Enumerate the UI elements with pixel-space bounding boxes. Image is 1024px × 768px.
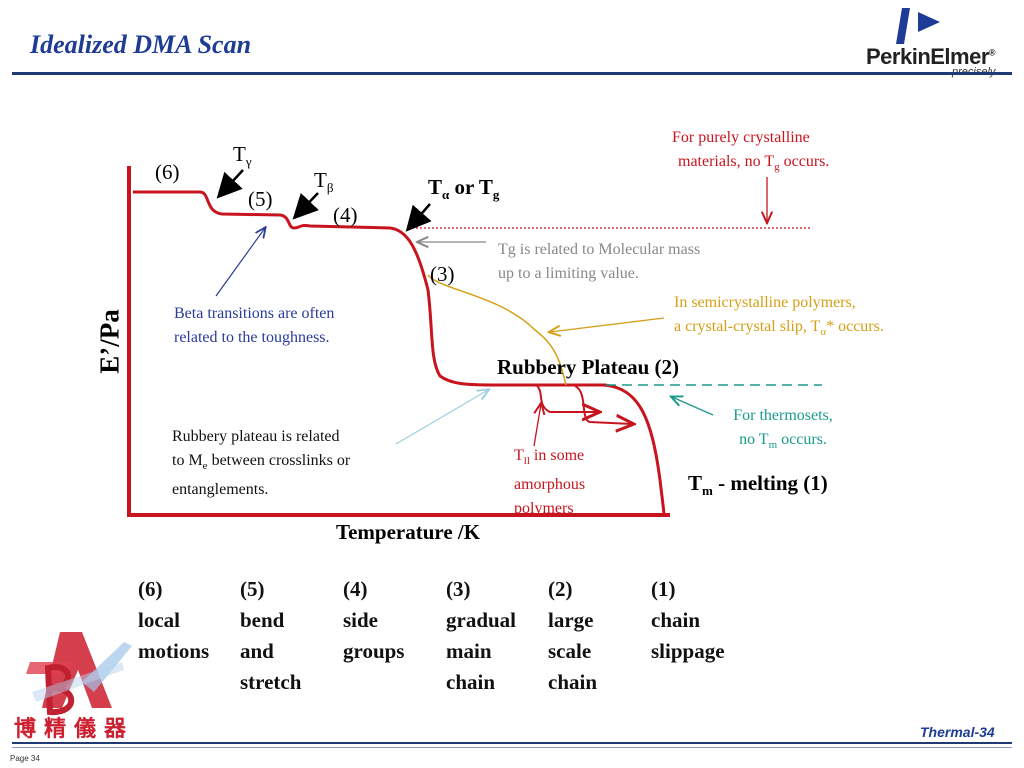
rubbery-note: Rubbery plateau is related to Me between… bbox=[172, 428, 351, 499]
tg-note: Tg is related to Molecular mass up to a … bbox=[498, 241, 701, 282]
tll-arrow bbox=[534, 404, 541, 447]
thermoset-note: For thermosets, no Tm occurs. bbox=[733, 407, 833, 452]
tll-curve-1 bbox=[535, 384, 598, 412]
t-alpha-arrow bbox=[405, 203, 432, 232]
region-4-label: (4) bbox=[333, 203, 358, 227]
perkinelmer-logo-icon bbox=[896, 8, 940, 44]
crystalline-note: For purely crystalline materials, no Tg … bbox=[672, 129, 830, 174]
t-beta-label: Tβ bbox=[314, 168, 334, 196]
x-axis-label: Temperature /K bbox=[336, 520, 481, 544]
footer-rule-thin bbox=[12, 747, 1012, 748]
footer-rule bbox=[12, 742, 1012, 744]
tll-note: Tll in some amorphous polymers bbox=[514, 447, 586, 518]
modulus-curve bbox=[133, 190, 606, 387]
t-gamma-arrow bbox=[216, 169, 244, 199]
beta-arrow bbox=[215, 228, 265, 297]
page-number: Page 34 bbox=[10, 754, 40, 763]
y-axis-label: E’/Pa bbox=[94, 309, 125, 374]
beta-note: Beta transitions are often related to th… bbox=[174, 305, 335, 346]
tll-curve-2 bbox=[574, 385, 632, 424]
rubbery-plateau-label: Rubbery Plateau (2) bbox=[497, 355, 679, 379]
melting-curve bbox=[603, 383, 666, 516]
company-logo-icon bbox=[26, 632, 132, 716]
rubbery-arrow bbox=[395, 390, 488, 445]
tm-melting-label: Tm - melting (1) bbox=[688, 471, 828, 499]
region-5-label: (5) bbox=[248, 187, 273, 211]
region-6-label: (6) bbox=[155, 160, 180, 184]
semicrystalline-note: In semicrystalline polymers, a crystal-c… bbox=[674, 294, 884, 339]
thermoset-arrow bbox=[672, 397, 714, 416]
semicrystalline-arrow bbox=[550, 317, 665, 332]
t-beta-arrow bbox=[292, 192, 319, 220]
logo-name: PerkinElmer® bbox=[866, 44, 996, 69]
slide-number: Thermal-34 bbox=[920, 724, 995, 740]
t-alpha-tg-label: Tα or Tg bbox=[428, 175, 500, 203]
slide-title: Idealized DMA Scan bbox=[30, 30, 252, 59]
t-gamma-label: Tγ bbox=[233, 142, 252, 170]
region-3-label: (3) bbox=[430, 262, 455, 286]
semicrystalline-curve bbox=[427, 274, 567, 386]
company-name-cn: 博精儀器 bbox=[14, 716, 135, 742]
header-rule bbox=[12, 72, 1012, 75]
